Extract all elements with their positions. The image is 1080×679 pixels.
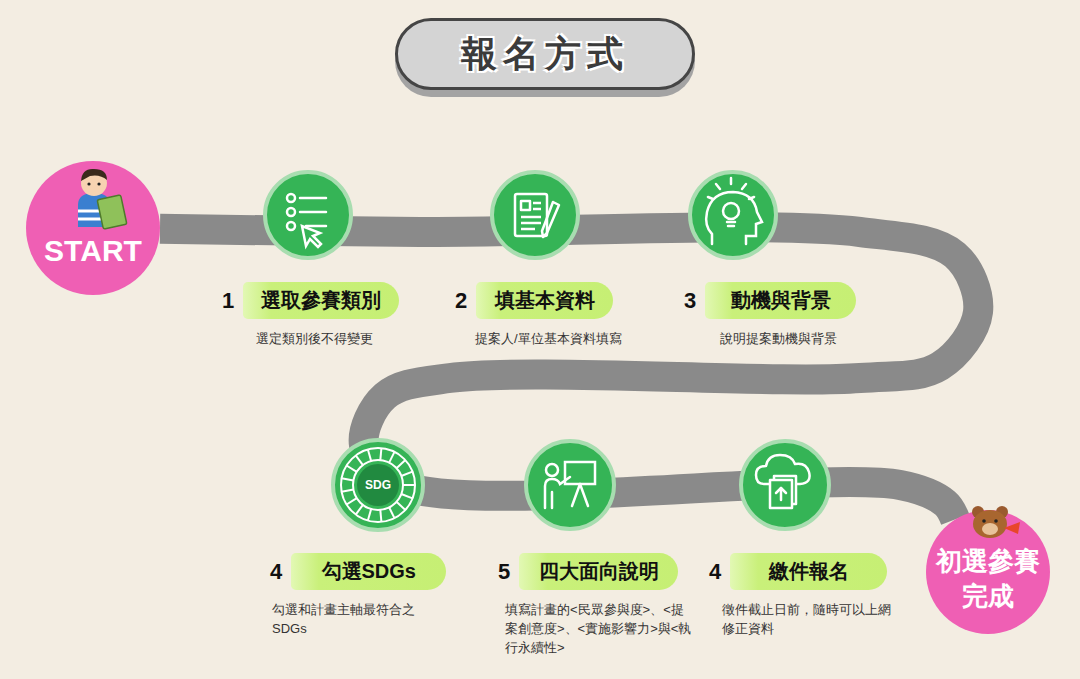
start-circle: START [26,161,160,295]
document-icon [515,194,559,237]
finish-circle: 初選參賽 完成 [926,510,1050,634]
step-box: 4 繳件報名徵件截止日前，隨時可以上網修正資料 [709,553,894,639]
step-desc: 提案人/單位基本資料填寫 [475,330,650,349]
step-pill: 勾選SDGs [291,553,446,590]
step-desc: 選定類別後不得變更 [256,330,426,349]
step-title: 填基本資料 [495,289,595,311]
teacher-icon [545,462,595,508]
step-title: 動機與背景 [731,289,831,311]
idea-icon [706,178,762,244]
step-desc: 徵件截止日前，隨時可以上網修正資料 [722,601,894,639]
step-number: 4 [270,559,282,585]
step-box: 5 四大面向說明填寫計畫的<民眾參與度>、<提案創意度>、<實施影響力>與<執行永… [498,553,693,658]
step-desc: 說明提案動機與背景 [720,330,870,349]
circle-label: 初選參賽 完成 [931,544,1045,614]
step-number: 2 [455,288,467,314]
step-icon-circles [265,172,829,529]
step-number: 5 [498,559,510,585]
step-pill: 四大面向說明 [519,553,678,590]
title-banner: 報名方式 [395,18,695,90]
step-number: 3 [684,288,696,314]
step-pill: 填基本資料 [476,282,613,319]
step-number: 1 [222,288,234,314]
step-pill: 動機與背景 [705,282,856,319]
step-box: 1 選取參賽類別選定類別後不得變更 [222,282,426,349]
title: 報名方式 [461,30,629,79]
child-illustration [60,165,130,231]
step-pill: 繳件報名 [730,553,887,590]
bear-illustration [960,504,1024,544]
step-number: 4 [709,559,721,585]
step-title: 四大面向說明 [539,560,659,582]
circle-label: START [44,231,142,272]
list-icon [287,194,326,247]
sdg-circle: SDG [331,438,425,532]
step-title: 繳件報名 [769,560,849,582]
step-box: 3 動機與背景說明提案動機與背景 [684,282,870,349]
step-box: 4 勾選SDGs 勾選和計畫主軸最符合之SDGs [270,553,446,639]
step-box: 2 填基本資料提案人/單位基本資料填寫 [455,282,650,349]
step-title: 勾選SDGs [322,560,416,582]
circle-label: SDG [365,478,391,492]
step-desc: 勾選和計畫主軸最符合之SDGs [272,601,422,639]
step-title: 選取參賽類別 [261,289,381,311]
upload-icon [756,455,810,508]
step-desc: 填寫計畫的<民眾參與度>、<提案創意度>、<實施影響力>與<執行永續性> [505,601,693,658]
step-pill: 選取參賽類別 [243,282,399,319]
